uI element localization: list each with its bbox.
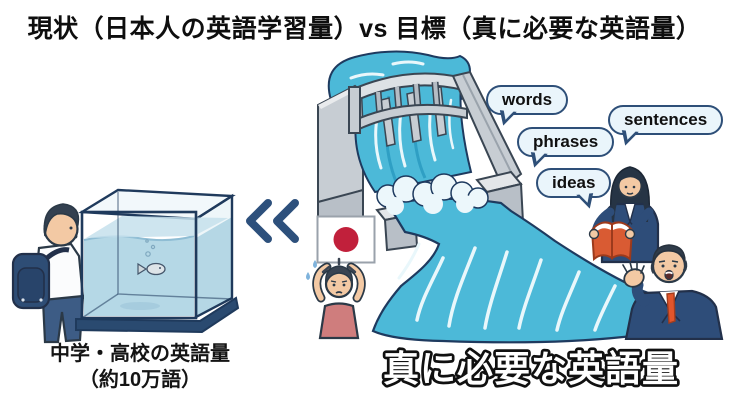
left-caption-line2: （約10万語）: [78, 369, 202, 392]
presenting-businessman-figure: [622, 244, 724, 340]
student-figure: [11, 203, 85, 344]
bubble-phrases-label: phrases: [533, 132, 599, 151]
left-scene-caption: 中学・高校の英語量 （約10万語）: [16, 341, 264, 394]
fish-tank: [75, 188, 240, 334]
tie-icon: [666, 292, 676, 324]
river-water: [371, 197, 718, 344]
tank-base: [75, 296, 240, 334]
businessman-body: [622, 244, 724, 340]
open-palm-hand: [622, 261, 645, 288]
tank-glass: [78, 188, 236, 320]
overwhelmed-body: [312, 257, 366, 340]
bubble-sentences-label: sentences: [624, 110, 708, 129]
speech-bubble-ideas: ideas: [536, 168, 612, 198]
page-title: 現状（日本人の英語学習量）vs 目標（真に必要な英語量）: [27, 15, 702, 43]
dam-crest: [348, 70, 523, 190]
foam-bubbles: [376, 173, 489, 215]
right-caption-text: 真に必要な英語量: [383, 348, 679, 389]
left-caption-line1: 中学・高校の英語量: [50, 343, 230, 365]
much-less-than-icon: [246, 199, 299, 243]
fish-icon: [137, 239, 166, 276]
right-scene-caption: 真に必要な英語量: [380, 345, 681, 392]
open-book-icon: [588, 221, 636, 262]
speech-bubble-phrases: phrases: [517, 127, 615, 157]
overwhelmed-person-figure: [306, 257, 366, 340]
reading-woman-figure: [588, 166, 660, 264]
dam-waterfall: [317, 50, 718, 344]
student-body: [11, 203, 85, 344]
waterfall-streams: [354, 77, 473, 194]
bubble-words-label: words: [502, 90, 553, 109]
speech-bubble-words: words: [486, 85, 569, 115]
japan-flag-icon: [316, 215, 376, 264]
speech-bubble-sentences: sentences: [608, 105, 724, 135]
bubble-ideas-label: ideas: [552, 173, 596, 192]
backpack-icon: [11, 247, 70, 310]
